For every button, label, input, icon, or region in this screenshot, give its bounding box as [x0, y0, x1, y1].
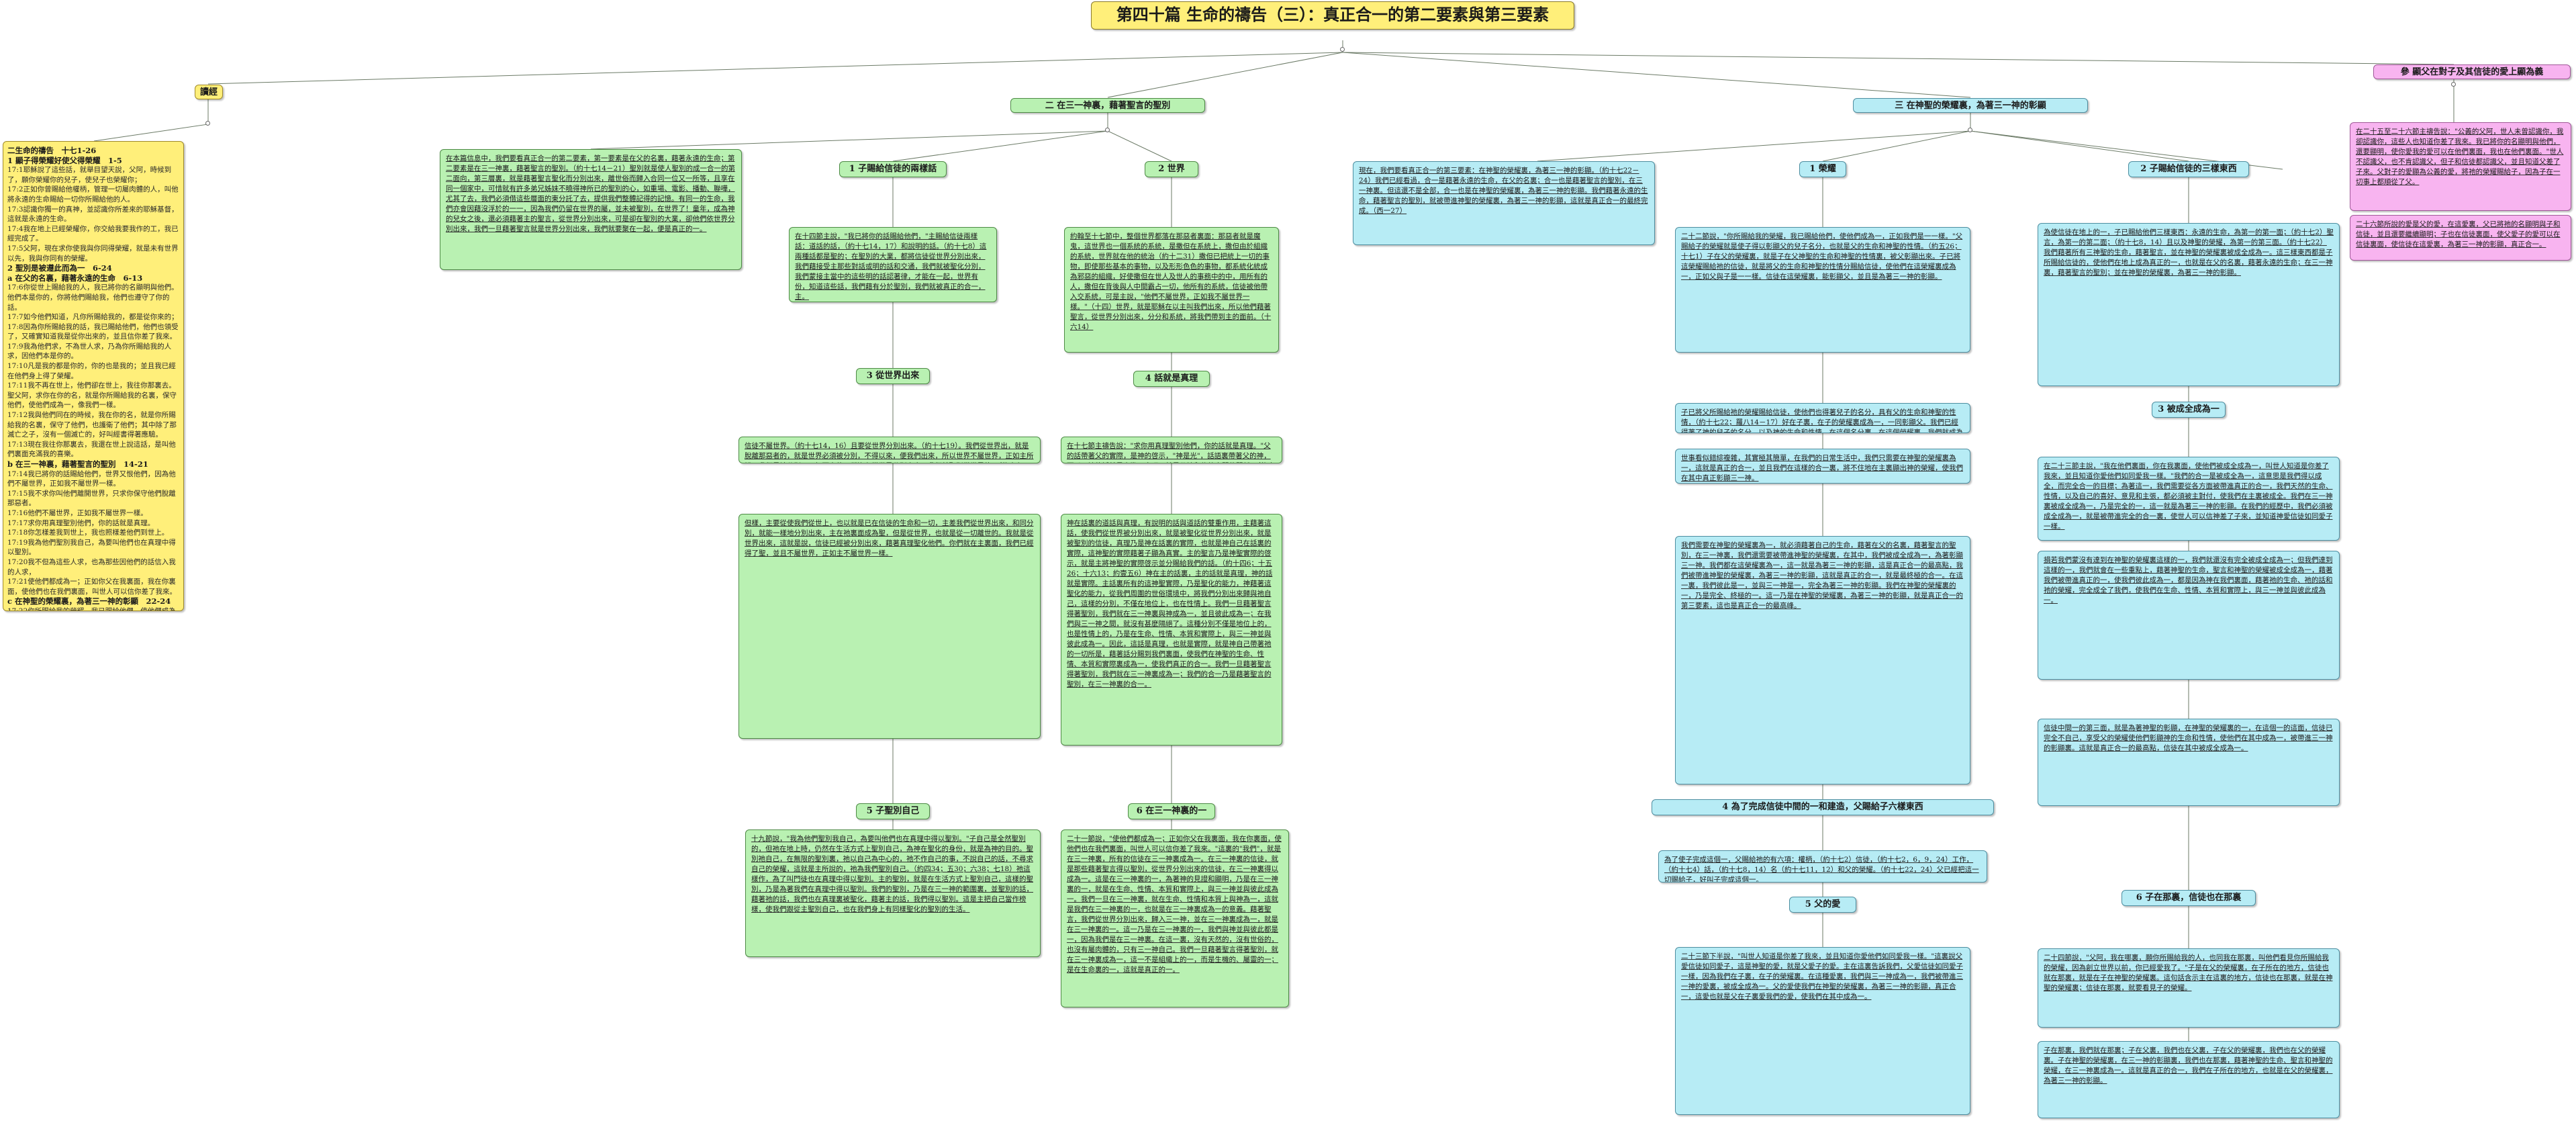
outline-verse: 17:9我為他們求，不為世人求，乃為你所賜給我的人求，因他們本是你的。: [7, 342, 172, 361]
outline-heading: c 在神聖的榮耀裏，為著三一神的彰顯 22-24: [7, 596, 171, 606]
oneness-triune-text[interactable]: 二十一節說，"使他們都成為一；正如你父在我裏面，我在你裏面，使他們也在我們裏面，…: [1061, 829, 1289, 1007]
outline-verse: 17:5父阿，現在求你使我與你同得榮耀，就是未有世界以先，我與你同有的榮耀。: [7, 244, 179, 263]
word-is-truth-text-2[interactable]: 神在話裏的道話與真理，有說明的話與道話的雙重作用，主藉著這話，使我們從世界被分別…: [1061, 514, 1282, 746]
out-of-world-text[interactable]: 信徒不屬世界。（約十七14，16）且要從世界分別出來。（約十七19）。我們從世界…: [738, 437, 1041, 463]
outline-verse: 17:10凡是我的都是你的，你的也是我的；並且我已經在他們身上得了榮耀。: [7, 362, 176, 380]
outline-header[interactable]: 讀經: [195, 85, 223, 99]
outline-verse: 17:2正如你曾賜給他權柄，管理一切屬肉體的人，叫他將永遠的生命賜給一切你所賜給…: [7, 185, 179, 204]
glory-text-5[interactable]: 二十三節下半說，"叫世人知道是你差了我來，並且知道你愛他們如同愛我一樣。"這裏說…: [1675, 947, 1970, 1115]
glory-text-6b[interactable]: 子在那裏，我們就在那裏；子在父裏，我們也在父裏，子在父的榮耀裏，我們也在父的榮耀…: [2038, 1041, 2340, 1118]
sanctification-word-is-truth[interactable]: 4 話就是真理: [1133, 371, 1210, 387]
collapse-knob[interactable]: [1105, 128, 1110, 132]
glory-text-4[interactable]: 為了使子完成這個一，父賜給祂的有六項：權柄，（約十七2）信徒，（約十七2，6，9…: [1658, 850, 1987, 883]
glory-head-4[interactable]: 4 為了完成信徒中間的一和建造，父賜給子六樣東西: [1652, 799, 1994, 815]
world-text[interactable]: 約翰至十七節中，整個世界都落在那惡者裏面：那惡者就是魔鬼，這世界也一個系統的系統…: [1064, 227, 1279, 353]
outline-heading: b 在三一神裏，藉著聖言的聖別 14-21: [7, 459, 148, 469]
sanctification-son-self[interactable]: 5 子聖別自己: [856, 803, 930, 819]
branch-divine-glory[interactable]: 三 在神聖的榮耀裏，為著三一神的彰顯: [1853, 98, 2088, 113]
outline-verse: 17:8因為你所賜給我的話，我已賜給他們，他們也領受了，又確實知道我是從你出來的…: [7, 322, 179, 341]
glory-text-1c[interactable]: 世事看似錯綜複雜，其實極其簡單，在我們的日常生活中，我們只需要在神聖的榮耀裏為一…: [1675, 449, 1970, 484]
glory-text-6[interactable]: 二十四節說，"父阿，我在哪裏，願你所賜給我的人，也同我在那裏，叫他們看見你所賜給…: [2038, 948, 2340, 1028]
sanctification-world[interactable]: 2 世界: [1145, 161, 1198, 177]
father-love-text-2[interactable]: 二十六節所說的愛是父的愛，在這愛裏，父已將祂的名顯明與子和信徒，並且還要繼續顯明…: [2350, 215, 2571, 261]
outline-heading: a 在父的名裏，藉著永遠的生命 6-13: [7, 273, 143, 283]
outline-verse: 17:14我已將你的話賜給他們，世界又恨他們，因為他們不屬世界，正如我不屬世界一…: [7, 469, 176, 488]
sanctification-out-of-world[interactable]: 3 從世界出來: [856, 368, 930, 384]
outline-verse: 17:13現在我往你那裏去，我還在世上說這話，是叫他們裏面充滿我的喜樂。: [7, 440, 176, 459]
outline-heading: 二生命的禱告 十七1-26: [7, 146, 97, 155]
collapse-knob[interactable]: [205, 121, 210, 126]
branch-father-love[interactable]: 參 顯父在對子及其信徒的愛上顯為義: [2373, 64, 2571, 79]
outline-verse: 17:11我不再在世上，他們卻在世上，我往你那裏去。聖父阿，求你在你的名，就是你…: [7, 381, 177, 410]
outline-heading: 1 顯子得榮耀好使父得榮耀 1-5: [7, 155, 122, 165]
outline-heading: 2 聖別是被遵此而為一 6-24: [7, 263, 112, 273]
collapse-knob[interactable]: [1968, 128, 1972, 132]
glory-text-1b[interactable]: 子已將父所賜給祂的榮耀賜給信徒，使他們也得著兒子的名分，具有父的生命和神聖的性情…: [1675, 403, 1970, 433]
outline-verse: 17:4我在地上已經榮耀你，你交給我要我作的工，我已經完成了。: [7, 224, 179, 243]
outline-verse: 17:20我不但為這些人求，也為那些因他們的話信入我的人求，: [7, 557, 176, 576]
sanctification-oneness-triune[interactable]: 6 在三一神裏的一: [1128, 803, 1215, 819]
glory-head-3[interactable]: 3 被成全成為一: [2152, 402, 2226, 418]
sanctification-two-words[interactable]: 1 子賜給信徒的兩樣話: [839, 161, 947, 177]
outline-verse: 17:22你所賜給我的榮耀，我已賜給他們，使他們成為一，正如我們是一一樣。: [7, 606, 176, 611]
collapse-knob[interactable]: [1340, 47, 1345, 52]
glory-text-3c[interactable]: 信徒中間一的第三面，就是為著神聖的彰顯，在神聖的榮耀裏的一，在這個一的這面，信徒…: [2038, 719, 2340, 806]
glory-head-5[interactable]: 5 父的愛: [1789, 897, 1856, 913]
glory-head-6[interactable]: 6 子在那裏，信徒也在那裏: [2121, 890, 2256, 906]
glory-text-2[interactable]: 為使信徒在地上的一，子已賜給他們三樣東西：永遠的生命，為第一的第一面；（約十七2…: [2038, 223, 2340, 386]
word-is-truth-text[interactable]: 在十七節主禱告說："求你用真理聖別他們，你的話就是真理。"父的話帶著父的實際，是…: [1061, 437, 1282, 463]
mindmap-title[interactable]: 第四十篇 生命的禱告（三）：真正合一的第二要素與第三要素: [1091, 1, 1574, 30]
glory-text-3b[interactable]: 損若我們蒙沒有達到在神聖的榮耀裏這樣的一，我們就還沒有完全被成全成為一；但我們達…: [2038, 551, 2340, 680]
outline-verse: 17:18你怎樣差我到世上，我也照樣差他們到世上。: [7, 529, 169, 537]
outline-verse: 17:15我不求你叫他們離開世界，只求你保守他們脫離那惡者。: [7, 489, 176, 508]
two-words-text[interactable]: 在十四節主說，"我已將你的話賜給他們，"主賜給信徒兩樣話：道話的話，（約十七14…: [789, 227, 997, 302]
glory-head-2[interactable]: 2 子賜給信徒的三樣東西: [2128, 161, 2249, 177]
outline-verse: 17:7如今他們知道，凡你所賜給我的，都是從你來的；: [7, 313, 179, 322]
branch-sanctification[interactable]: 二 在三一神裏，藉著聖言的聖別: [1010, 98, 1205, 113]
sanctification-intro[interactable]: 在本篇信息中，我們要看真正合一的第二要素，第一要素是在父的名裏，藉著永遠的生命；…: [440, 149, 742, 270]
glory-head-1[interactable]: 1 榮耀: [1799, 161, 1846, 177]
outline-verse: 17:16他們不屬世界，正如我不屬世界一樣。: [7, 508, 148, 517]
outline-verse: 17:3認識你獨一的真神，並認識你所差來的耶穌基督，這就是永遠的生命。: [7, 205, 179, 224]
son-self-text[interactable]: 十九節說，"我為他們聖別我自己，為要叫他們也在真理中得以聖別。"子自己是全然聖別…: [745, 829, 1041, 957]
outline-verse: 17:12我與他們同在的時候，我在你的名，就是你所賜給我的名裏，保守了他們，也護…: [7, 411, 177, 439]
glory-intro[interactable]: 現在，我們要看真正合一的第三要素：在神聖的榮耀裏，為著三一神的彰顯。（約十七22…: [1353, 161, 1655, 245]
out-of-world-text-2[interactable]: 但樣，主要從使我們從世上，也以就是已在信徒的生命和一切，主差我們從世界出來，和同…: [738, 514, 1041, 739]
glory-text-1[interactable]: 二十二節說，"你所賜給我的榮耀，我已賜給他們，使他們成為一，正如我們是一一樣。"…: [1675, 227, 1970, 353]
outline-verse: 17:1耶穌說了這些話，就舉目望天說，父阿，時候到了，願你榮耀你的兒子，使兒子也…: [7, 166, 172, 184]
father-love-text-1[interactable]: 在二十五至二十六節主禱告說："公義的父阿，世人未曾認識你，我卻認識你，這些人也知…: [2350, 122, 2571, 211]
collapse-knob[interactable]: [2451, 82, 2456, 87]
outline-verse: 17:21使他們都成為一；正如你父在我裏面，我在你裏面，使他們也在我們裏面，叫世…: [7, 578, 177, 596]
outline-verse: 17:17求你用真理聖別他們，你的話就是真理。: [7, 519, 155, 527]
glory-text-3[interactable]: 在二十三節主說，"我在他們裏面，你在我裏面，使他們被成全成為一，叫世人知道是你差…: [2038, 457, 2340, 541]
glory-text-1d[interactable]: 我們需要在神聖的榮耀裏為一，就必須藉著自己的生命，藉著在父的名裏，藉著聖言的聖別…: [1675, 536, 1970, 784]
outline-verse: 17:19我為他們聖別我自己，為要叫他們也在真理中得以聖別。: [7, 538, 176, 557]
outline-verse: 17:6你從世上賜給我的人，我已將你的名顯明與他們。他們本是你的，你將他們賜給我…: [7, 283, 179, 312]
